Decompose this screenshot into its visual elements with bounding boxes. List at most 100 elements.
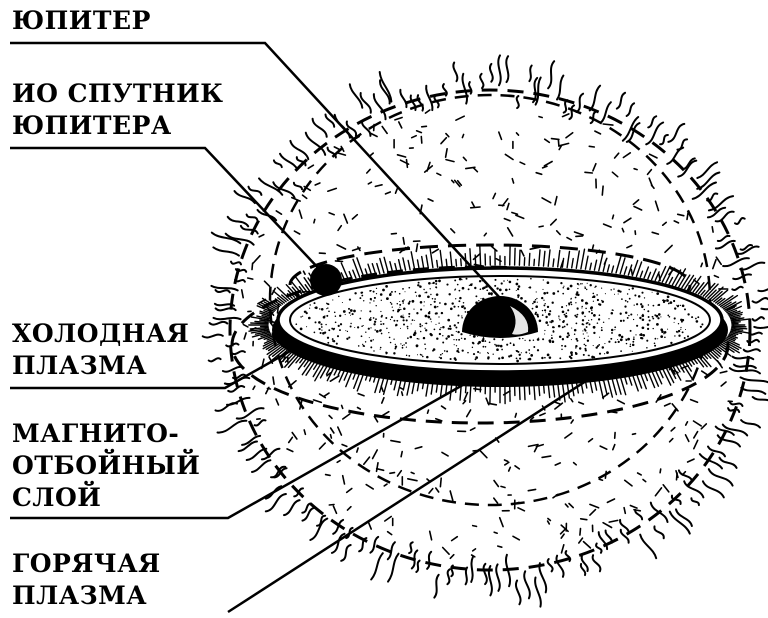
plasma-dot <box>345 314 346 315</box>
speckle-mark <box>315 183 320 185</box>
fringe-mark <box>567 382 569 398</box>
plasma-dot <box>532 308 534 310</box>
plasma-dot <box>604 343 605 344</box>
plasma-dot <box>613 310 614 311</box>
plasma-dot <box>361 292 363 294</box>
plasma-dot <box>552 340 555 343</box>
plasma-dot <box>652 292 653 293</box>
speckle-mark <box>555 197 557 205</box>
plasma-dot <box>544 330 545 331</box>
speckle-mark <box>561 528 567 534</box>
plasma-dot <box>552 292 555 295</box>
plasma-dot <box>332 338 334 340</box>
plasma-dot <box>562 338 564 340</box>
plasma-dot <box>373 350 374 351</box>
plasma-dot <box>326 315 328 317</box>
plasma-dot <box>365 341 366 342</box>
plasma-dot <box>332 299 333 300</box>
plasma-dot <box>396 320 398 322</box>
speckle-mark <box>551 219 557 225</box>
speckle-mark <box>396 189 398 193</box>
plasma-dot <box>450 358 452 360</box>
fringe-mark <box>470 385 471 403</box>
speckle-mark <box>366 485 373 489</box>
speckle-mark <box>399 122 402 128</box>
halo-filament <box>341 545 351 561</box>
plasma-dot <box>403 308 406 311</box>
plasma-dot <box>614 294 615 295</box>
plasma-dot <box>494 279 496 281</box>
plasma-dot <box>516 290 517 291</box>
plasma-dot <box>582 283 583 284</box>
plasma-dot <box>642 334 645 337</box>
fringe-mark <box>407 380 410 395</box>
plasma-dot <box>300 316 302 318</box>
plasma-dot <box>599 353 601 355</box>
speckle-mark <box>402 392 403 395</box>
plasma-dot <box>575 297 577 299</box>
plasma-dot <box>427 316 429 318</box>
plasma-dot <box>545 316 547 318</box>
halo-filament <box>744 349 760 351</box>
halo-filament <box>557 76 563 100</box>
plasma-dot <box>635 334 636 335</box>
speckle-mark <box>494 481 498 487</box>
plasma-dot <box>566 305 567 306</box>
plasma-dot <box>422 325 423 326</box>
plasma-dot <box>568 334 570 336</box>
plasma-dot <box>620 320 622 322</box>
speckle-mark <box>429 489 433 494</box>
io-moon <box>310 264 342 296</box>
speckle-mark <box>548 519 551 521</box>
fringe-mark <box>572 259 574 268</box>
fringe-mark <box>524 385 525 400</box>
plasma-dot <box>306 326 307 327</box>
speckle-mark <box>542 198 551 203</box>
plasma-dot <box>442 326 444 328</box>
plasma-dot <box>439 357 440 358</box>
fringe-mark <box>403 258 406 270</box>
plasma-dot <box>551 337 553 339</box>
speckle-mark <box>543 166 547 168</box>
plasma-dot <box>376 288 377 289</box>
plasma-dot <box>647 323 650 326</box>
plasma-dot <box>627 301 629 303</box>
plasma-dot <box>558 315 560 317</box>
plasma-dot <box>632 287 634 289</box>
speckle-mark <box>382 398 384 403</box>
plasma-dot <box>390 302 391 303</box>
plasma-dot <box>435 283 437 285</box>
speckle-mark <box>428 410 429 413</box>
plasma-dot <box>695 318 697 320</box>
halo-filament <box>684 481 703 497</box>
plasma-dot <box>370 327 371 328</box>
plasma-dot <box>532 303 534 305</box>
plasma-dot <box>425 348 426 349</box>
plasma-dot <box>571 339 572 340</box>
plasma-dot <box>561 345 563 347</box>
speckle-mark <box>367 169 370 173</box>
plasma-dot <box>385 285 388 288</box>
speckle-mark <box>671 428 675 431</box>
plasma-dot <box>485 346 487 348</box>
speckle-mark <box>471 428 475 430</box>
speckle-mark <box>304 430 305 434</box>
speckle-mark <box>391 441 400 443</box>
plasma-dot <box>338 296 340 298</box>
speckle-mark <box>338 226 341 231</box>
halo-filament <box>709 469 733 485</box>
plasma-dot <box>389 293 392 296</box>
plasma-dot <box>529 339 531 341</box>
speckle-mark <box>652 232 658 234</box>
plasma-dot <box>667 315 669 317</box>
plasma-dot <box>327 337 329 339</box>
plasma-dot <box>545 312 546 313</box>
plasma-dot <box>370 317 371 318</box>
plasma-dot <box>549 356 552 359</box>
speckle-mark <box>287 449 293 452</box>
halo-filament <box>740 263 764 270</box>
plasma-dot <box>479 280 481 282</box>
plasma-dot <box>402 288 404 290</box>
plasma-dot <box>566 313 568 315</box>
plasma-dot <box>598 318 600 320</box>
